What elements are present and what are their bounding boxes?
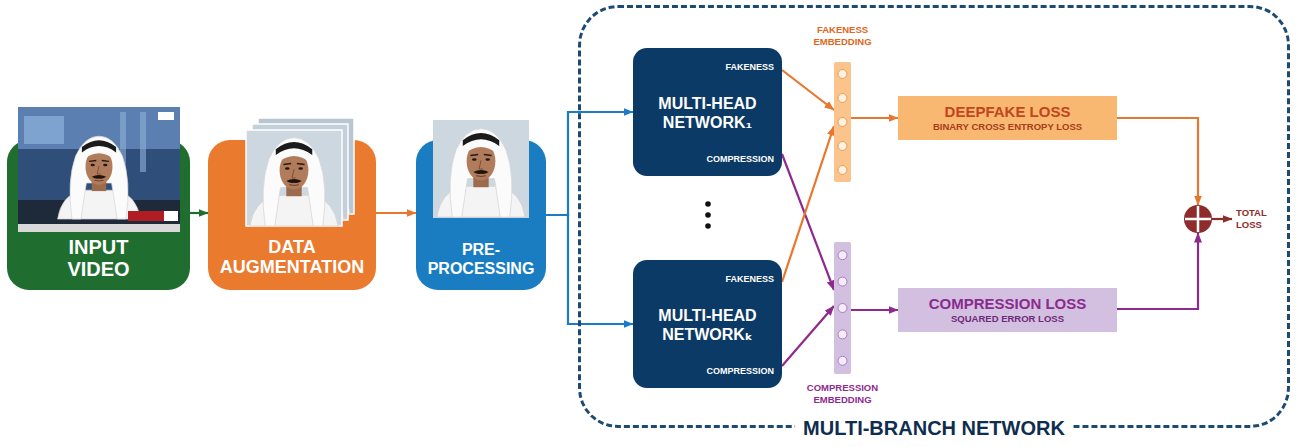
output-label: TOTAL LOSS xyxy=(1236,207,1280,231)
face-image xyxy=(437,129,525,217)
anchor-person xyxy=(58,136,141,219)
flow-arrow xyxy=(782,126,834,282)
studio-background xyxy=(18,107,180,232)
loss-box: COMPRESSION LOSSSQUARED ERROR LOSS xyxy=(898,288,1117,332)
embedding-bar: FAKENESS EMBEDDING xyxy=(834,62,851,182)
embedding-cell xyxy=(838,304,847,313)
embedding-cell xyxy=(838,277,847,286)
box-label: DATA AUGMENTATION xyxy=(213,237,371,278)
embedding-bar: COMPRESSION EMBEDDING xyxy=(834,242,851,374)
sum-circle xyxy=(1184,205,1212,233)
flow-arrow xyxy=(190,212,208,214)
ellipsis-dot xyxy=(705,212,711,218)
network-box: FAKENESS MULTI-HEAD NETWORK₁ COMPRESSION xyxy=(633,48,782,176)
loss-subtitle: SQUARED ERROR LOSS xyxy=(951,313,1064,325)
loss-box: DEEPFAKE LOSSBINARY CROSS ENTROPY LOSS xyxy=(898,96,1117,140)
ticker-strip xyxy=(18,224,180,232)
loss-title: COMPRESSION LOSS xyxy=(929,295,1087,313)
box-label: PRE- PROCESSING xyxy=(420,241,542,278)
channel-logo xyxy=(158,112,174,120)
face-image-frame xyxy=(246,130,342,226)
studio-screen xyxy=(24,116,64,144)
loss-line xyxy=(1117,118,1198,205)
sum-plus xyxy=(1185,206,1211,232)
network-group: MULTI-BRANCH NETWORKFAKENESSMULTI-HEAD N… xyxy=(578,5,1290,428)
preprocessed-face xyxy=(433,120,529,218)
augmented-face-stack xyxy=(246,118,354,226)
embedding-label: FAKENESS EMBEDDING xyxy=(801,24,885,48)
lower-third-bar xyxy=(128,211,178,221)
network-title: MULTI-HEAD NETWORKₖ xyxy=(642,306,773,344)
flow-arrow xyxy=(782,154,834,290)
head-label: FAKENESS xyxy=(725,274,774,284)
head-label: COMPRESSION xyxy=(706,154,774,164)
output-arrow xyxy=(1212,218,1232,220)
embedding-cell xyxy=(838,70,847,79)
embedding-cell xyxy=(838,94,847,103)
face-image xyxy=(250,138,338,226)
loss-subtitle: BINARY CROSS ENTROPY LOSS xyxy=(933,121,1082,133)
embedding-cell xyxy=(838,166,847,175)
embedding-cell xyxy=(838,118,847,127)
face-image-frame xyxy=(433,120,529,218)
flow-arrow xyxy=(376,212,416,214)
ellipsis-dot xyxy=(705,201,711,207)
network-box: FAKENESS MULTI-HEAD NETWORKₖCOMPRESSION xyxy=(633,260,782,388)
embedding-cell xyxy=(838,356,847,365)
embedding-label: COMPRESSION EMBEDDING xyxy=(798,382,888,406)
embedding-cells xyxy=(834,242,851,374)
head-label: COMPRESSION xyxy=(706,366,774,376)
ellipsis-dot xyxy=(705,223,711,229)
input-video-photo xyxy=(18,107,180,232)
box-label: INPUT VIDEO xyxy=(39,236,159,280)
flow-arrow xyxy=(851,309,898,311)
embedding-cell xyxy=(838,251,847,260)
embedding-cell xyxy=(838,330,847,339)
embedding-cell xyxy=(838,142,847,151)
lower-third-tag xyxy=(164,211,178,221)
embedding-cells xyxy=(834,62,851,182)
flow-arrow xyxy=(851,117,898,119)
network-title: MULTI-HEAD NETWORK₁ xyxy=(642,94,773,132)
group-label: MULTI-BRANCH NETWORK xyxy=(795,416,1073,440)
flow-arrow xyxy=(546,215,633,324)
flow-arrow xyxy=(782,70,834,110)
head-label: FAKENESS xyxy=(725,62,774,72)
loss-line xyxy=(1117,233,1198,309)
flow-arrow xyxy=(782,306,834,366)
flow-arrow xyxy=(546,112,633,215)
loss-title: DEEPFAKE LOSS xyxy=(945,103,1071,121)
studio-stripe xyxy=(140,112,146,172)
